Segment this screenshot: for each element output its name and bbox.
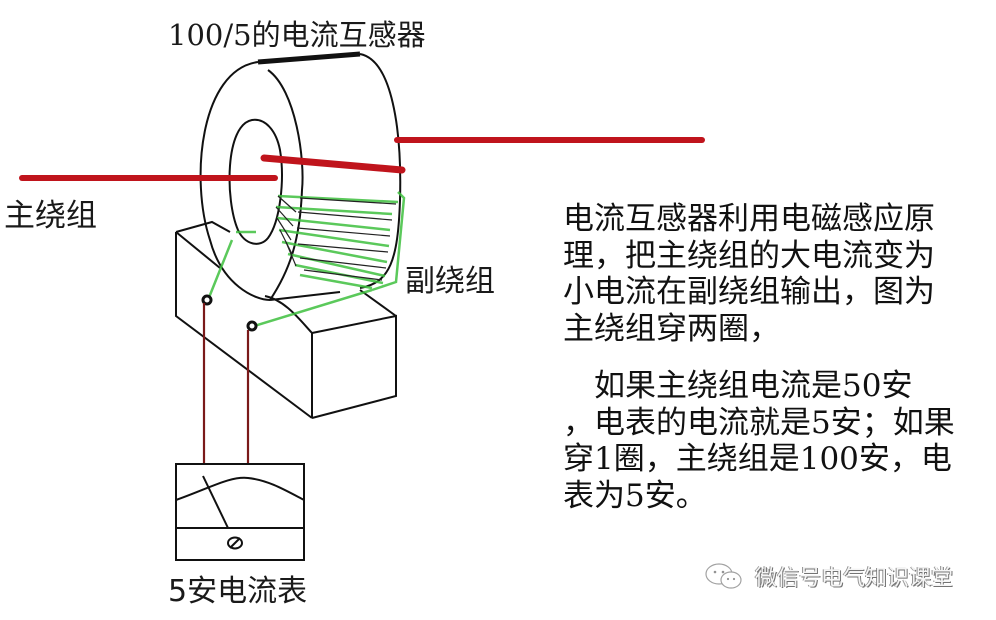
terminals [201, 294, 258, 332]
lead-wires [202, 303, 250, 464]
explanation-paragraph-2: 如果主绕组电流是50安 ，电表的电流就是5安；如果 穿1圈，主绕组是100安，电… [563, 368, 993, 514]
diagram-title: 100/5的电流互感器 [168, 18, 426, 52]
ammeter-label: 5安电流表 [168, 574, 308, 609]
paragraph-line: 电流互感器利用电磁感应原 [563, 201, 935, 237]
explanation-paragraph-1: 电流互感器利用电磁感应原 理，把主绕组的大电流变为 小电流在副绕组输出，图为 主… [563, 201, 993, 347]
paragraph-line: ，电表的电流就是5安；如果 [563, 404, 955, 441]
paragraph-line: 穿1圈，主绕组是100安，电 [563, 441, 952, 477]
paragraph-line: 如果主绕组电流是50安 [563, 368, 913, 404]
toroid-core [199, 51, 402, 301]
paragraph-line: 小电流在副绕组输出，图为 [563, 274, 935, 310]
paragraph-line: 表为5安。 [563, 477, 707, 514]
base-block [175, 220, 397, 419]
secondary-winding-label: 副绕组 [405, 264, 495, 299]
secondary-winding-hatch [275, 195, 397, 281]
paragraph-line: 主绕组穿两圈， [563, 310, 780, 347]
wechat-icon [703, 561, 745, 591]
secondary-winding-coil [206, 191, 406, 328]
primary-winding-label: 主绕组 [4, 198, 97, 234]
watermark-text: 微信号电气知识课堂 [755, 566, 954, 591]
primary-conductor [19, 137, 705, 181]
paragraph-line: 理，把主绕组的大电流变为 [563, 237, 935, 274]
ammeter [175, 463, 305, 561]
watermark: 微信号电气知识课堂 [703, 561, 953, 591]
